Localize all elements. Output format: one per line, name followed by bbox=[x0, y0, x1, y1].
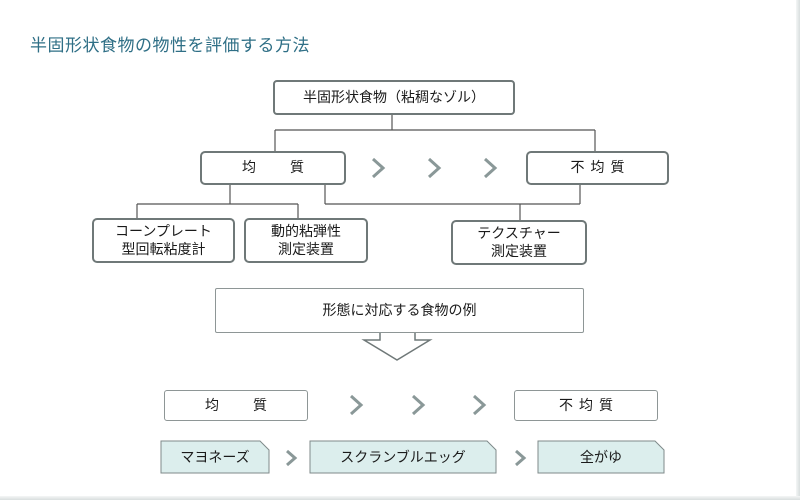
homogeneous-node: 均 質 bbox=[200, 151, 346, 185]
dynamic-viscoelastic-label: 動的粘弾性 測定装置 bbox=[271, 223, 341, 258]
example-label: スクランブルエッグ bbox=[340, 450, 466, 466]
chevron-right-icon bbox=[481, 155, 499, 181]
chevron-right-icon bbox=[470, 392, 488, 418]
chevron-right-icon bbox=[409, 392, 427, 418]
top-node-label: 半固形状食物（粘稠なゾル） bbox=[303, 89, 485, 106]
bottom-heterogeneous-label: 不均質 bbox=[559, 397, 619, 414]
chevron-right-icon bbox=[511, 445, 529, 471]
bottom-homogeneous-label: 均 質 bbox=[205, 397, 277, 414]
frame-edge bbox=[796, 0, 800, 500]
example-label: マヨネーズ bbox=[180, 450, 250, 466]
examples-header-label: 形態に対応する食物の例 bbox=[322, 302, 477, 319]
heterogeneous-node: 不均質 bbox=[526, 151, 669, 185]
examples-header: 形態に対応する食物の例 bbox=[215, 288, 584, 333]
chevron-right-icon bbox=[425, 155, 443, 181]
cone-plate-viscometer-node: コーンプレート 型回転粘度計 bbox=[92, 218, 235, 263]
example-tag: スクランブルエッグ bbox=[309, 440, 497, 474]
chevron-right-icon bbox=[369, 155, 387, 181]
chevron-right-icon bbox=[282, 445, 300, 471]
texture-analyzer-node: テクスチャー 測定装置 bbox=[451, 220, 587, 265]
heterogeneous-label: 不均質 bbox=[570, 160, 631, 176]
page-title: 半固形状食物の物性を評価する方法 bbox=[30, 36, 310, 56]
dynamic-viscoelastic-node: 動的粘弾性 測定装置 bbox=[244, 218, 368, 263]
texture-analyzer-label: テクスチャー 測定装置 bbox=[477, 225, 561, 260]
bottom-heterogeneous-node: 不均質 bbox=[514, 390, 658, 421]
homogeneous-label: 均 質 bbox=[242, 160, 314, 176]
chevron-right-icon bbox=[347, 392, 365, 418]
example-tag: マヨネーズ bbox=[160, 440, 270, 474]
example-tag: 全がゆ bbox=[537, 440, 665, 474]
cone-plate-viscometer-label: コーンプレート 型回転粘度計 bbox=[115, 223, 212, 258]
bottom-homogeneous-node: 均 質 bbox=[164, 390, 308, 421]
top-node: 半固形状食物（粘稠なゾル） bbox=[273, 80, 515, 115]
frame-bottom bbox=[0, 496, 800, 500]
example-label: 全がゆ bbox=[580, 450, 622, 466]
